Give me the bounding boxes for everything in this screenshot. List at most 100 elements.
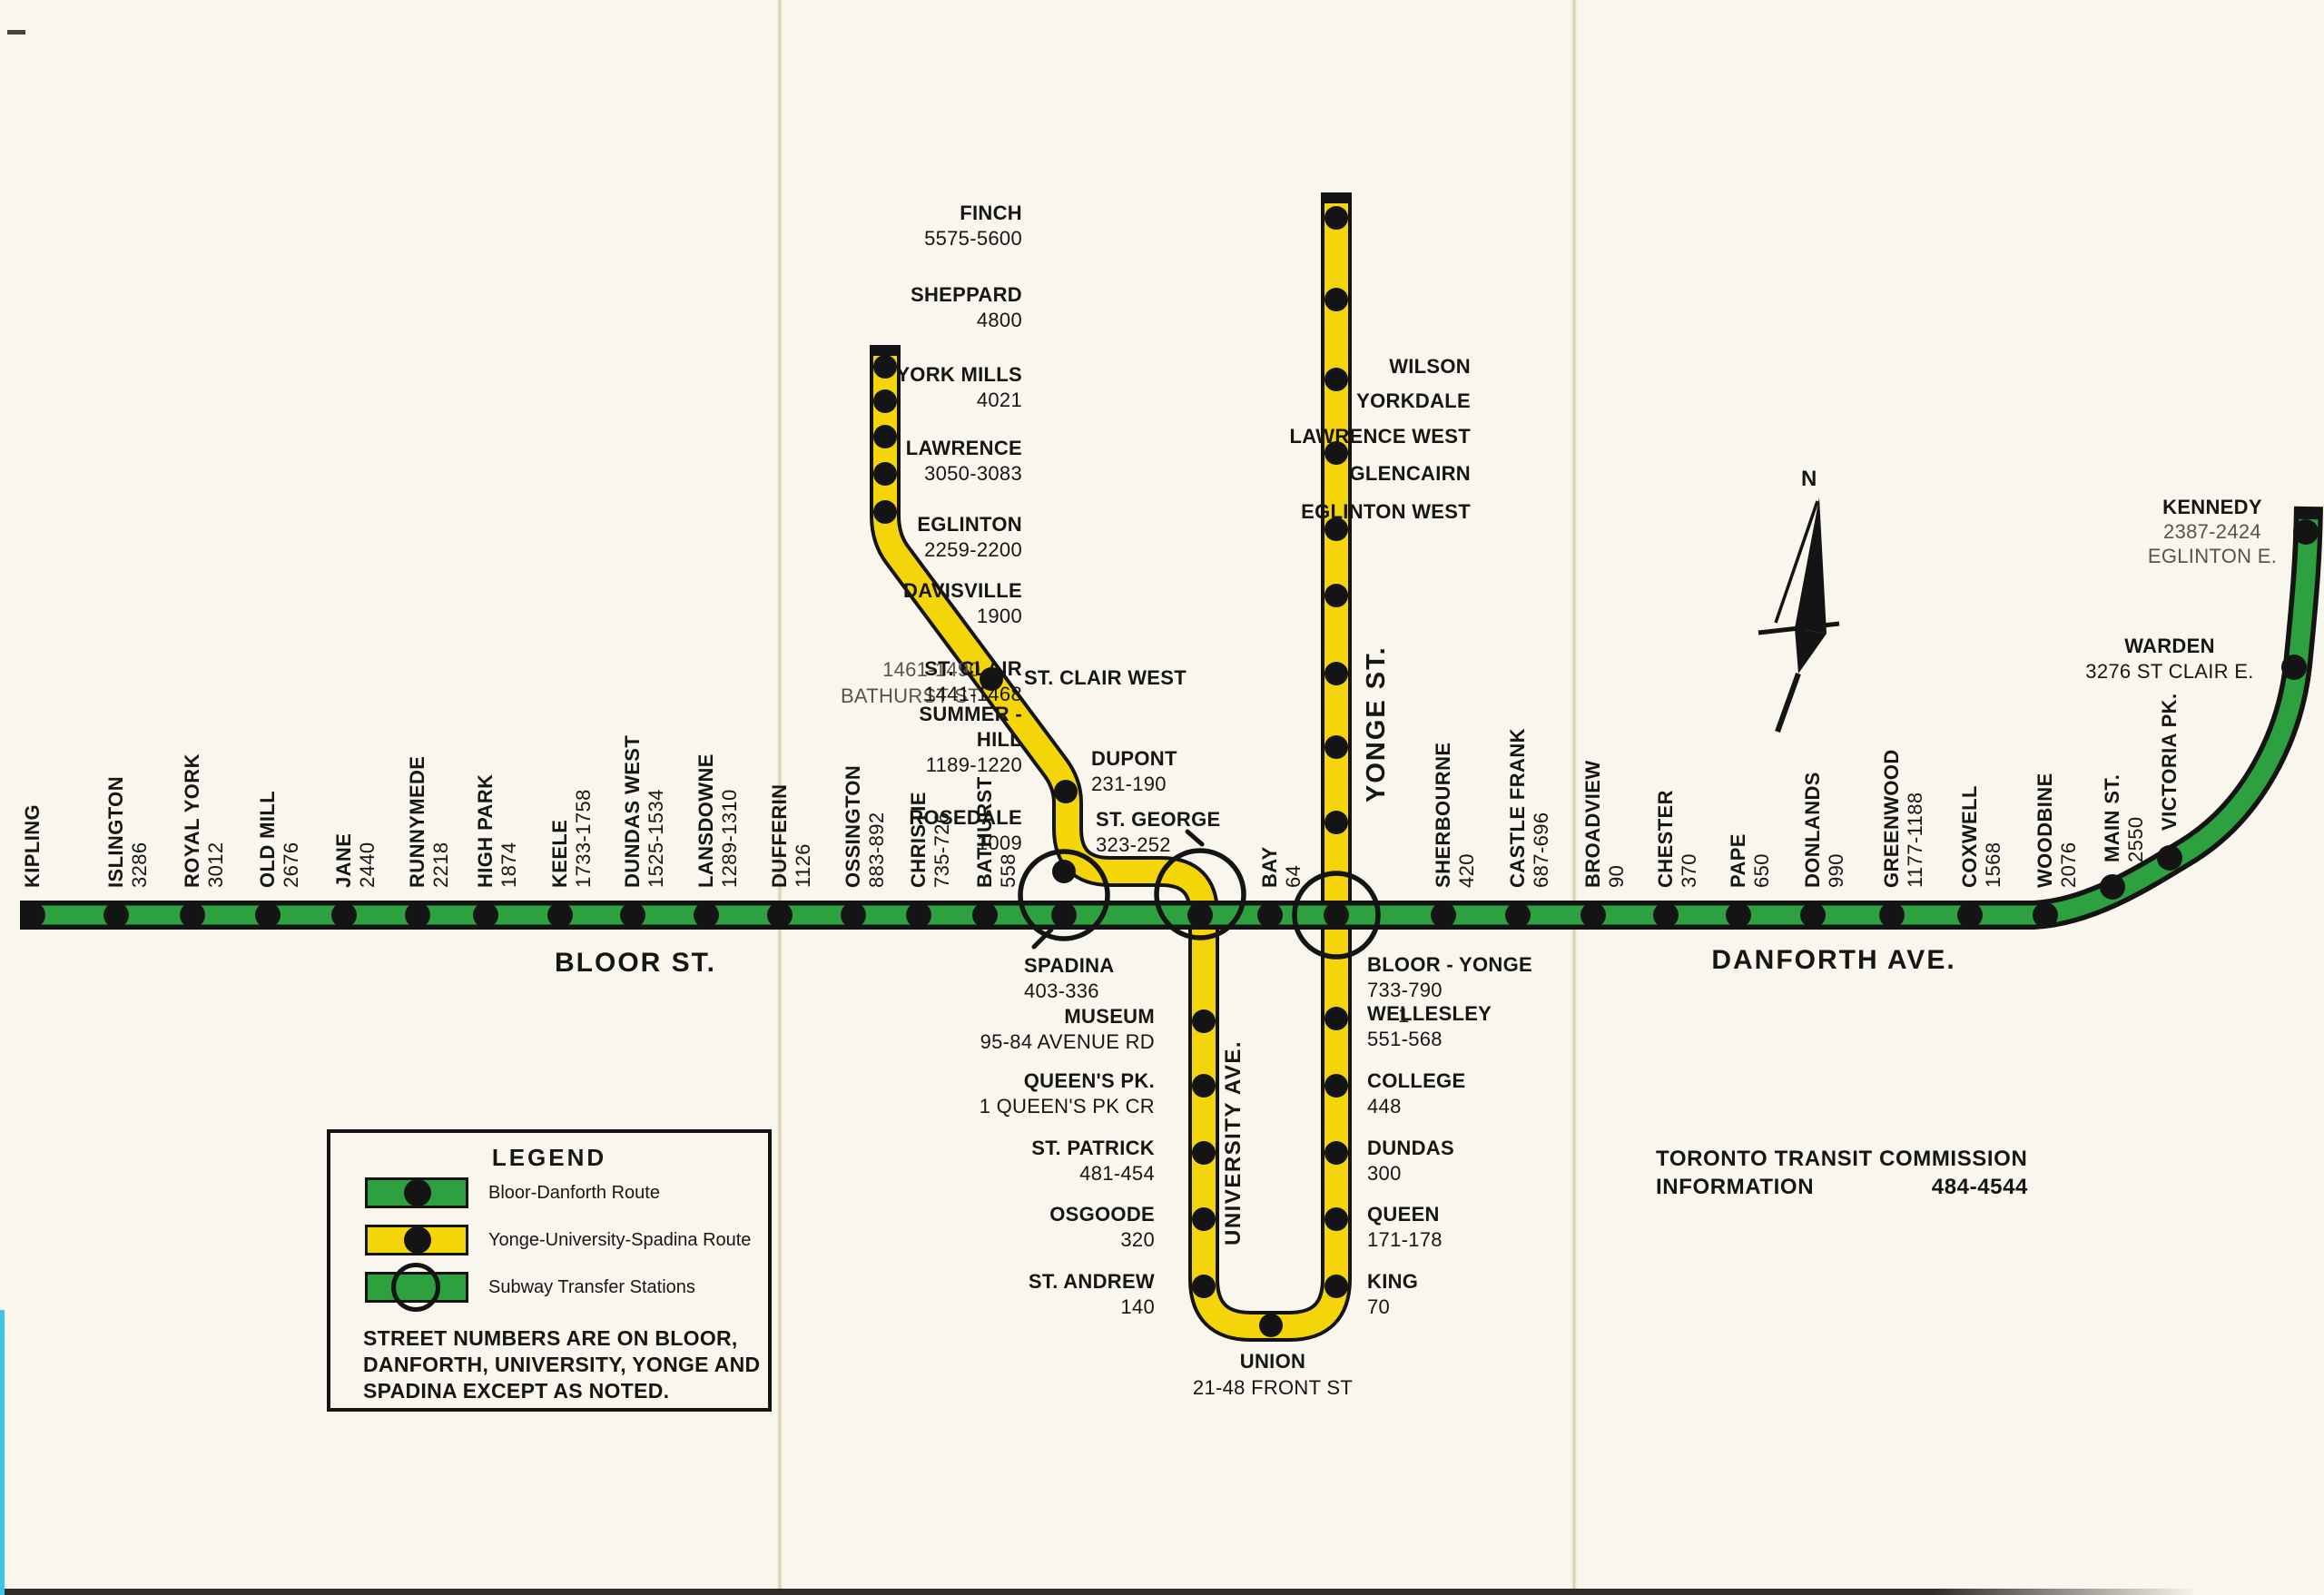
- station-dot: [180, 902, 205, 928]
- station-dot: [980, 667, 1003, 691]
- station-dot: [2157, 845, 2182, 871]
- fold-crease-left: [777, 0, 783, 1595]
- bloor-street-label: BLOOR ST.: [554, 948, 717, 978]
- station-dot: [1957, 902, 1983, 928]
- station-dot: [2033, 902, 2058, 928]
- station-dot: [620, 902, 645, 928]
- legend-item-label: Bloor-Danforth Route: [488, 1182, 660, 1203]
- station-dot: [873, 425, 897, 448]
- fold-crease-right: [1571, 0, 1577, 1595]
- compass-north-label: N: [1801, 467, 1817, 491]
- legend-title: LEGEND: [491, 1144, 607, 1171]
- station-dot: [1800, 902, 1826, 928]
- legend-item-label: Yonge-University-Spadina Route: [488, 1229, 752, 1250]
- transfer-station-circle: [1018, 849, 1110, 941]
- station-dot: [1324, 1141, 1348, 1165]
- transfer-circle-icon: [391, 1263, 440, 1312]
- station-label-lawrence-west: LAWRENCE WEST: [1289, 425, 1471, 448]
- bathurst-street-note: 1461-1490 BATHURST ST: [840, 658, 980, 707]
- legend-transfer-swatch: [365, 1263, 468, 1312]
- station-dot: [1192, 1009, 1216, 1033]
- station-label-st-george: ST. GEORGE 323-252: [1096, 808, 1221, 856]
- station-dot: [547, 902, 573, 928]
- station-dot: [1324, 441, 1348, 465]
- station-label-yorkdale: YORKDALE: [1356, 389, 1471, 412]
- ttc-info-label: INFORMATION: [1656, 1175, 1815, 1199]
- legend: LEGEND Bloor-Danforth Route Yonge-Univer…: [327, 1129, 772, 1412]
- station-dot: [873, 500, 897, 524]
- station-dot-icon: [404, 1179, 431, 1206]
- station-label-glencairn: GLENCAIRN: [1349, 462, 1471, 485]
- station-dot: [1581, 902, 1606, 928]
- station-dot: [1324, 811, 1348, 834]
- station-dot: [2281, 655, 2307, 680]
- station-dot: [473, 902, 498, 928]
- paper-left-edge: [0, 1310, 5, 1595]
- station-dot: [103, 902, 129, 928]
- legend-note: STREET NUMBERS ARE ON BLOOR, DANFORTH, U…: [363, 1326, 761, 1403]
- transfer-station-circle: [1292, 871, 1381, 960]
- station-dot: [1324, 517, 1348, 541]
- station-dot: [1054, 780, 1078, 803]
- station-dot: [1324, 288, 1348, 311]
- station-dot: [1324, 206, 1348, 230]
- station-label-union: UNION 21-48 FRONT ST: [1192, 1350, 1354, 1399]
- station-dot: [841, 902, 866, 928]
- ttc-information: TORONTO TRANSIT COMMISSION INFORMATION 4…: [1656, 1145, 2028, 1201]
- station-dot: [20, 902, 45, 928]
- danforth-avenue-label: DANFORTH AVE.: [1711, 945, 1956, 975]
- ttc-phone-number: 484-4544: [1931, 1175, 2028, 1199]
- station-dot: [1192, 1275, 1216, 1298]
- yonge-street-label: YONGE ST.: [1362, 645, 1391, 802]
- station-dot-icon: [404, 1226, 431, 1254]
- station-label-queen-s-pk: QUEEN'S PK.1 QUEEN'S PK CR: [979, 1069, 1155, 1117]
- station-dot: [1257, 902, 1283, 928]
- station-dot: [1505, 902, 1531, 928]
- station-dot: [1879, 902, 1905, 928]
- station-dot: [972, 902, 998, 928]
- station-dot: [873, 389, 897, 413]
- paper-bottom-edge: [0, 1589, 2197, 1595]
- station-dot: [255, 902, 281, 928]
- station-dot: [1324, 735, 1348, 759]
- station-dot: [1259, 1314, 1283, 1337]
- station-dot: [1052, 860, 1076, 883]
- station-dot: [1192, 1141, 1216, 1165]
- station-label-eglinton-west: EGLINTON WEST: [1301, 500, 1471, 523]
- station-dot: [1192, 1074, 1216, 1098]
- station-label-main-st: MAIN ST.2550: [2101, 773, 2147, 862]
- station-dot: [2100, 874, 2125, 900]
- label-tick: [1185, 829, 1205, 847]
- transfer-station-circle: [1154, 848, 1246, 940]
- station-dot: [1324, 662, 1348, 685]
